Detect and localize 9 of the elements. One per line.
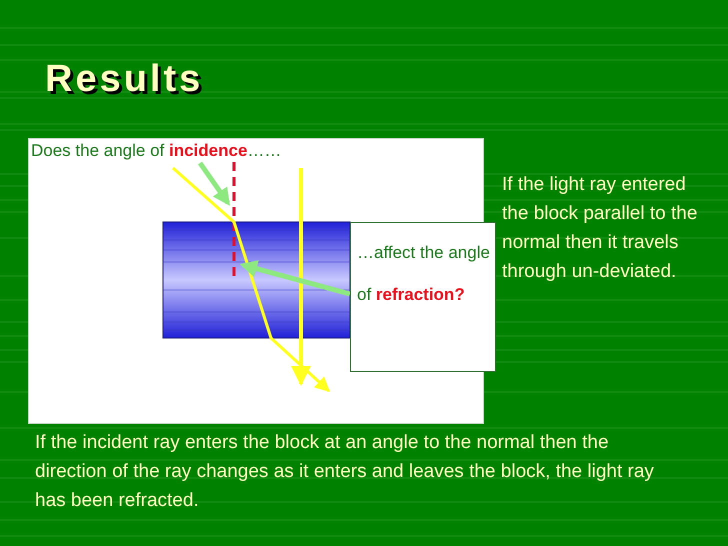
question-text: …affect the angle <box>357 242 491 264</box>
question-text: of refraction? <box>357 284 466 306</box>
slide-title: Results <box>45 57 204 102</box>
note-text: If the incident ray enters the block at an angle to the normal then the direction of the ray changes as it enters and leaves the block, the light ray has been refracted. <box>35 431 655 513</box>
question-text: Does the angle of incidence…… <box>31 140 282 162</box>
question-box <box>350 222 496 372</box>
note-text: If the light ray entered the block parallel to the normal then it travels through un-deviated. <box>502 173 698 284</box>
arrow <box>240 260 351 296</box>
arrow <box>198 162 230 206</box>
